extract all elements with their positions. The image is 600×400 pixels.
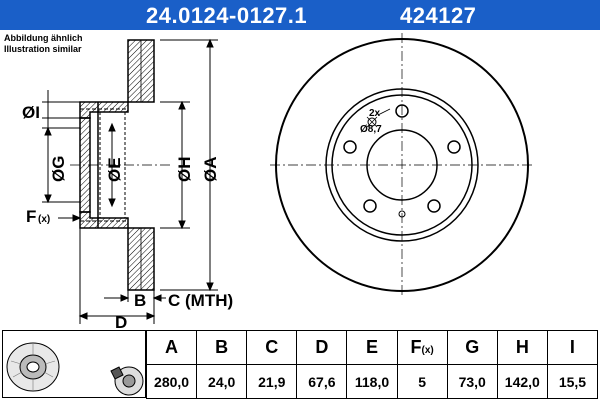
spec-header-F-main: F [410, 337, 422, 357]
technical-drawing: ØI ØG ØE ØH ØA F (x) B C (MTH) D 2x Ø8,7 [22, 33, 535, 330]
label-F: F [26, 207, 36, 226]
vehicle-brake-icon [110, 366, 144, 396]
dimension-lines [42, 38, 218, 324]
disc-thumbnail [6, 342, 144, 396]
note-line-de: Abbildung ähnlich [4, 33, 83, 43]
hat-lower-wall [79, 211, 129, 229]
spec-header-row: A B C D E F(x) G H I [145, 330, 599, 365]
label-G: ØG [49, 156, 68, 182]
label-C-mth: C (MTH) [168, 291, 233, 310]
spec-value-H: 142,0 [496, 364, 548, 399]
spec-header-F-sub: (x) [421, 345, 434, 356]
label-D: D [115, 313, 127, 330]
spec-table: A B C D E F(x) G H I 280,0 24,0 21,9 67,… [145, 330, 599, 399]
spec-value-row: 280,0 24,0 21,9 67,6 118,0 5 73,0 142,0 … [145, 364, 599, 399]
spec-value-B: 24,0 [196, 364, 248, 399]
label-bolt-dia: Ø8,7 [360, 124, 382, 135]
hat-upper-wall [79, 101, 129, 119]
disc-cross-section [70, 39, 170, 291]
spec-header-D: D [296, 330, 348, 365]
bolt-holes [343, 104, 461, 213]
spec-value-I: 15,5 [546, 364, 599, 399]
part-number: 24.0124-0127.1 [146, 3, 308, 28]
spec-value-E: 118,0 [346, 364, 398, 399]
label-I: ØI [22, 103, 40, 122]
short-code: 424127 [400, 3, 477, 28]
spec-value-C: 21,9 [246, 364, 298, 399]
spec-value-D: 67,6 [296, 364, 348, 399]
label-E: ØE [105, 157, 124, 182]
spec-header-A: A [145, 330, 198, 365]
spec-header-B: B [196, 330, 248, 365]
title-bar: 24.0124-0127.1 424127 [0, 0, 600, 30]
label-F-sub: (x) [38, 214, 50, 225]
label-H: ØH [175, 157, 194, 183]
label-A: ØA [201, 157, 220, 183]
label-B: B [134, 291, 146, 310]
spec-header-F: F(x) [396, 330, 448, 365]
spec-header-E: E [346, 330, 398, 365]
spec-value-F: 5 [396, 364, 448, 399]
spec-header-H: H [496, 330, 548, 365]
spec-header-G: G [446, 330, 498, 365]
illustration-note: Abbildung ähnlich Illustration similar [4, 33, 83, 55]
spec-value-A: 280,0 [145, 364, 198, 399]
spec-header-C: C [246, 330, 298, 365]
disc-front-view [270, 33, 535, 297]
thumbnail-images [2, 330, 146, 398]
label-bolt-count: 2x [369, 108, 381, 119]
spec-header-I: I [546, 330, 599, 365]
spec-value-G: 73,0 [446, 364, 498, 399]
disc-photo-icon [6, 342, 60, 392]
note-line-en: Illustration similar [4, 44, 82, 54]
